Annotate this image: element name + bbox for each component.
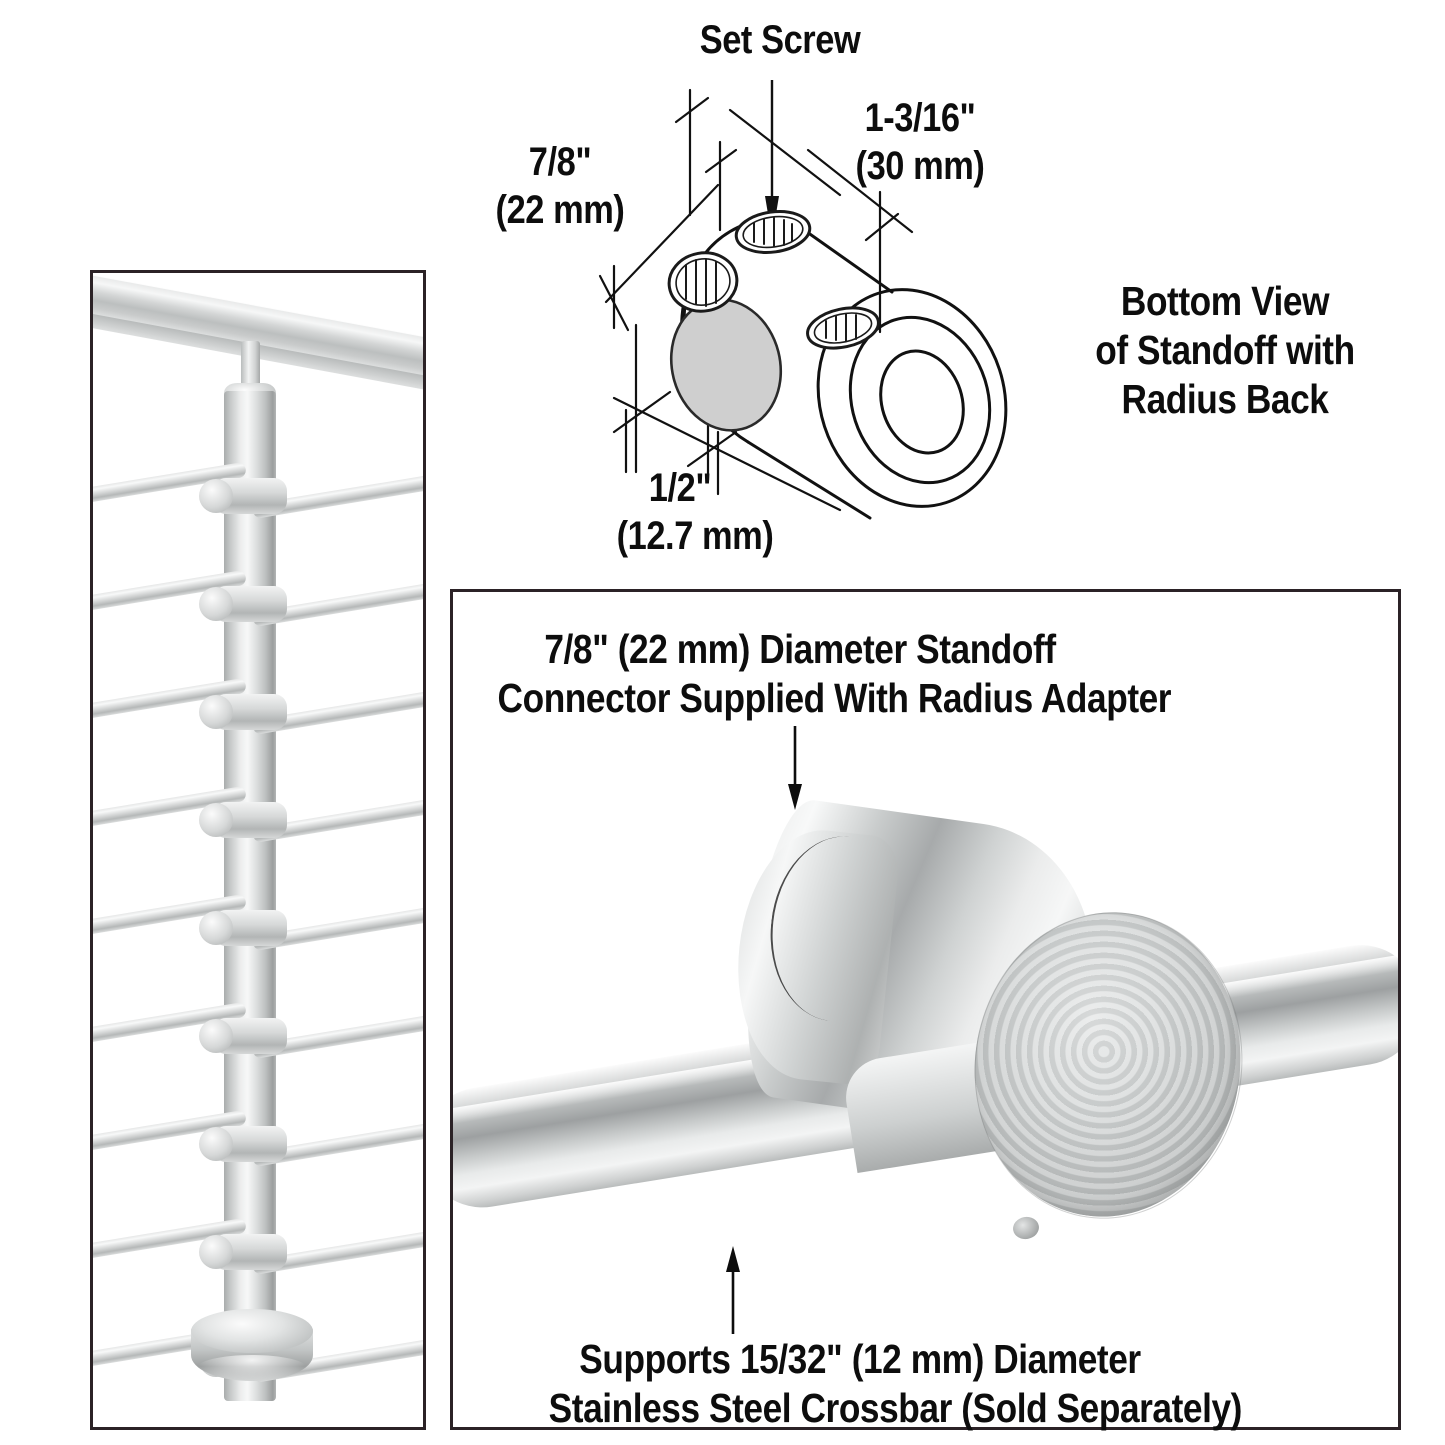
standoff-connector-end (199, 695, 233, 729)
product-photo-panel (450, 589, 1401, 1430)
railing-render (93, 273, 423, 1427)
bottom-view-caption-line3: Radius Back (1121, 376, 1329, 422)
callout-top-line1: 7/8" (22 mm) Diameter Standoff (544, 626, 1056, 672)
base-flange-shading (197, 1355, 307, 1381)
callout-bottom-line1: Supports 15/32" (12 mm) Diameter (579, 1336, 1141, 1382)
dimension-lines (598, 88, 914, 512)
diameter-dimension-imperial: 7/8" (528, 140, 592, 184)
arrow-up-icon (726, 1246, 740, 1334)
set-screw-label: Set Screw (699, 18, 861, 62)
length-dimension-metric: (30 mm) (855, 144, 985, 188)
diameter-dimension-metric: (22 mm) (495, 188, 625, 232)
bottom-view-caption-line2: of Standoff with (1095, 327, 1355, 373)
standoff-connector-end (199, 1019, 233, 1053)
set-screw-hole-right (806, 306, 880, 350)
callout-bottom-line2: Stainless Steel Crossbar (Sold Separatel… (548, 1385, 1243, 1431)
set-screw-leader (765, 80, 779, 220)
callout-top-line2: Connector Supplied With Radius Adapter (497, 675, 1172, 721)
set-screw-head (1011, 1214, 1041, 1242)
radius-back-face (669, 298, 783, 432)
bottom-view-caption-line1: Bottom View (1120, 278, 1330, 324)
set-screw-hole-top (734, 210, 812, 254)
standoff-bottom-view-drawing (598, 80, 1008, 520)
set-screw-hole-left (667, 251, 739, 313)
depth-dimension-imperial: 1/2" (648, 466, 712, 510)
standoff-connector-end (199, 479, 233, 513)
length-dimension-imperial: 1-3/16" (864, 96, 976, 140)
base-flange-top (191, 1309, 313, 1353)
standoff-connector-end (199, 587, 233, 621)
product-render (453, 592, 1398, 1427)
standoff-connector-end (199, 1235, 233, 1269)
standoff-connector-end (199, 803, 233, 837)
standoff-connector-end (199, 911, 233, 945)
railing-photo-panel (90, 270, 426, 1430)
bore-rings (816, 288, 1008, 508)
arrow-down-icon (788, 726, 802, 810)
standoff-connector-end (199, 1127, 233, 1161)
depth-dimension-metric: (12.7 mm) (616, 514, 774, 558)
